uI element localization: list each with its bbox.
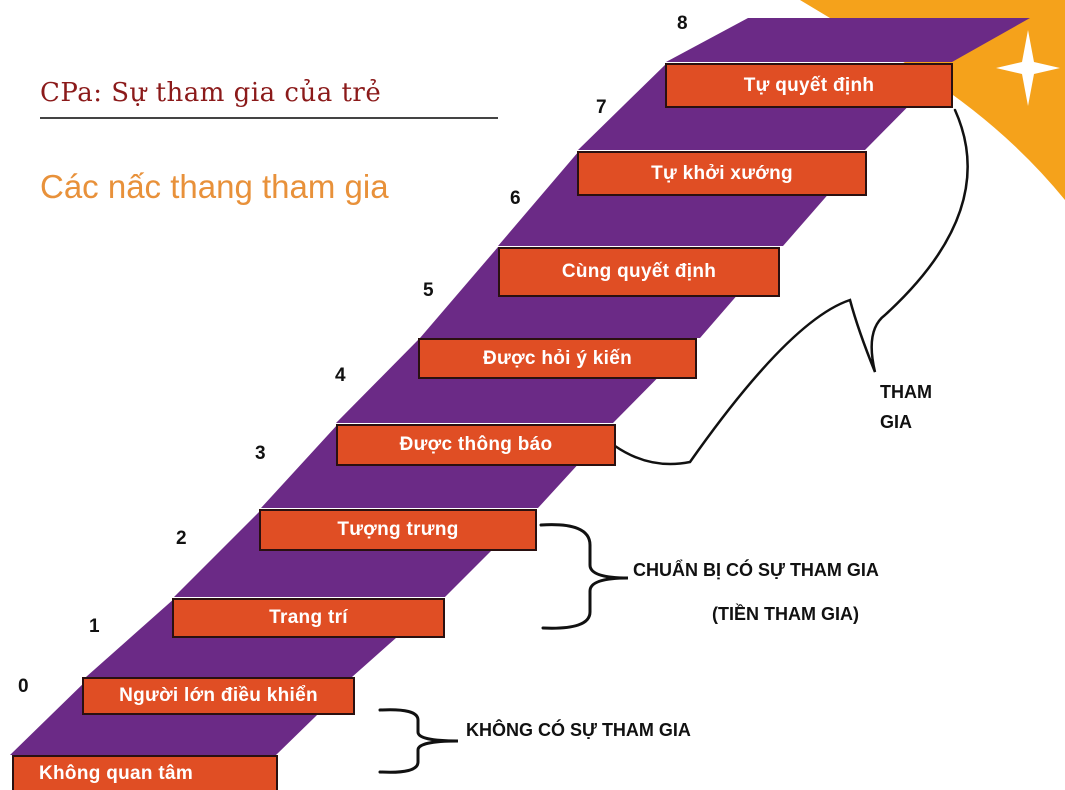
- step-number-0: 0: [18, 676, 29, 697]
- star-icon: [996, 30, 1060, 106]
- step-number-2: 2: [176, 528, 187, 549]
- step-number-8: 8: [677, 13, 688, 34]
- step-riser-tokenism: Tượng trưng: [259, 509, 537, 551]
- no-participation-label: KHÔNG CÓ SỰ THAM GIA: [466, 720, 691, 740]
- pre-participation-label-line1: CHUẨN BỊ CÓ SỰ THAM GIA: [633, 560, 879, 580]
- step-riser-self-initiated: Tự khởi xướng: [577, 151, 867, 196]
- title-divider: [40, 117, 498, 119]
- step-riser-informed: Được thông báo: [336, 424, 616, 466]
- step-riser-adult-controlled: Người lớn điều khiển: [82, 677, 355, 715]
- pre-participation-label-line2: (TIỀN THAM GIA): [712, 604, 859, 624]
- no-participation-brace: [378, 708, 459, 774]
- step-number-5: 5: [423, 280, 434, 301]
- step-riser-self-decided: Tự quyết định: [665, 63, 953, 108]
- participation-bracket: [613, 108, 969, 466]
- step-number-7: 7: [596, 97, 607, 118]
- step-riser-decoration: Trang trí: [172, 598, 445, 638]
- page-title: CPa: Sự tham gia của trẻ: [40, 78, 382, 108]
- tread-8: [666, 18, 1030, 62]
- participation-label-line2: GIA: [880, 412, 913, 432]
- step-number-6: 6: [510, 188, 521, 209]
- step-riser-consulted: Được hỏi ý kiến: [418, 338, 697, 379]
- step-riser-no-interest: Không quan tâm: [12, 755, 278, 790]
- participation-label-line1: THAM: [880, 382, 932, 402]
- page-subtitle: Các nấc thang tham gia: [40, 168, 389, 205]
- pre-participation-brace: [539, 523, 629, 630]
- step-riser-shared-decision: Cùng quyết định: [498, 247, 780, 297]
- step-number-4: 4: [335, 365, 346, 386]
- step-number-1: 1: [89, 616, 100, 637]
- step-number-3: 3: [255, 443, 266, 464]
- corner-accent: [800, 0, 1065, 200]
